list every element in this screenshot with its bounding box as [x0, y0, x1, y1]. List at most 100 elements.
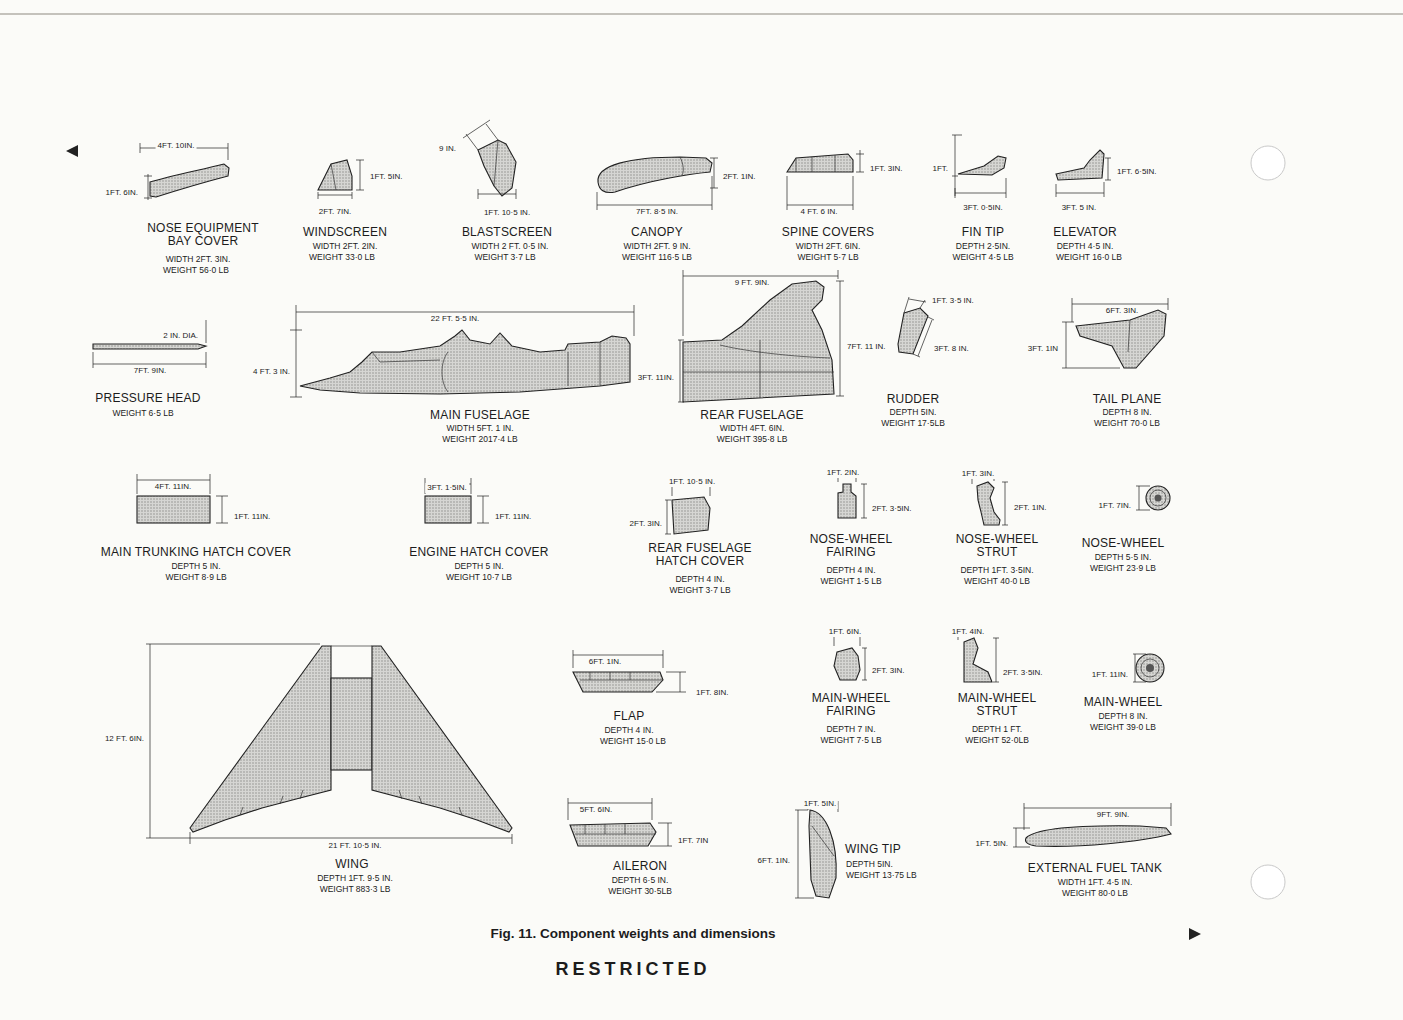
component-spec: DEPTH 2·5IN.	[956, 241, 1010, 251]
rear-fuselage-part	[683, 281, 834, 402]
component-spec: WIDTH 2FT. 6IN.	[796, 241, 861, 251]
component-spec: WEIGHT 8·9 LB	[165, 572, 226, 582]
component-spec: WEIGHT 56·0 LB	[163, 265, 229, 275]
label-slot: DEPTH 5IN.	[846, 853, 893, 871]
label-slot: 1FT. 5IN.	[974, 832, 1010, 850]
component-spec: DEPTH 1FT. 3·5IN.	[960, 565, 1033, 575]
component-name: AILERON	[613, 860, 667, 873]
dimension-line	[318, 160, 364, 199]
component-spec: DEPTH 4 IN.	[826, 565, 875, 575]
dimension-label: 6FT. 1IN.	[587, 657, 623, 667]
dimension-line	[1133, 654, 1146, 682]
dimension-line	[1056, 158, 1111, 197]
dimension-label: 9 IN.	[437, 144, 458, 154]
label-slot: 1FT. 7IN.	[1097, 494, 1133, 512]
component-spec: WIDTH 2 FT. 0·5 IN.	[472, 241, 549, 251]
dimension-label: 2FT. 3·5IN.	[1001, 668, 1045, 678]
component-spec: DEPTH 5IN.	[846, 859, 893, 869]
dimension-label: 1FT. 5IN.	[368, 172, 404, 182]
component-spec: WEIGHT 80·0 LB	[1062, 888, 1128, 898]
label-slot: WEIGHT 15·0 LB	[600, 730, 666, 748]
dimension-label: 21 FT. 10·5 IN.	[327, 841, 384, 851]
dimension-line	[137, 474, 228, 523]
dimension-line	[597, 158, 718, 210]
dimension-label: 12 FT. 6IN.	[103, 734, 146, 744]
label-slot: TAIL PLANE	[1093, 389, 1162, 407]
label-slot: DEPTH 2·5IN.	[956, 235, 1010, 253]
component-spec: DEPTH 5 IN.	[454, 561, 503, 571]
label-slot: MAIN-WHEEL	[1084, 692, 1163, 710]
component-spec: WEIGHT 13·75 LB	[846, 870, 917, 880]
label-slot: WEIGHT 39·0 LB	[1090, 716, 1156, 734]
label-slot: 1FT. 10·5 IN.	[482, 201, 532, 219]
dimension-label: 1FT. 6·5IN.	[1115, 167, 1159, 177]
label-slot: FLAP	[614, 706, 645, 724]
component-spec: DEPTH 6·5 IN.	[612, 875, 669, 885]
component-spec: WIDTH 5FT. 1 IN.	[446, 423, 513, 433]
dimension-line	[93, 320, 206, 368]
label-slot: 2FT. 7IN.	[317, 200, 353, 218]
part-detail	[575, 824, 656, 834]
label-slot: WIDTH 2 FT. 0·5 IN.	[472, 235, 549, 253]
dimension-label: 1FT. 6IN.	[104, 188, 140, 198]
label-slot: DEPTH 5IN.	[890, 401, 937, 419]
label-slot: REAR FUSELAGE HATCH COVER	[646, 542, 754, 569]
label-slot: AILERON	[613, 856, 667, 874]
label-slot: DEPTH 7 IN.	[826, 718, 875, 736]
dimension-line	[787, 150, 864, 210]
component-name: MAIN-WHEEL STRUT	[952, 692, 1042, 718]
component-name: FLAP	[614, 710, 645, 723]
component-name: WING TIP	[845, 843, 901, 856]
component-name: ENGINE HATCH COVER	[409, 546, 548, 559]
label-slot: 1FT. 5IN.	[368, 165, 404, 183]
label-slot: WEIGHT 3·7 LB	[669, 579, 730, 597]
component-name: MAIN TRUNKING HATCH COVER	[101, 546, 292, 559]
component-spec: DEPTH 7 IN.	[826, 724, 875, 734]
dimension-label: 1FT. 5IN.	[802, 799, 838, 809]
wing-part	[190, 646, 331, 832]
label-slot: DEPTH 4·5 IN.	[1057, 235, 1114, 253]
dimension-label: 1FT. 8IN.	[694, 688, 730, 698]
fairing-part	[838, 484, 856, 518]
part-detail	[680, 157, 683, 175]
label-slot: WEIGHT 395·8 LB	[717, 428, 788, 446]
label-slot: NOSE-WHEEL STRUT	[952, 533, 1042, 560]
wheel-part	[1136, 654, 1164, 682]
label-slot: 6FT. 1IN.	[756, 849, 792, 867]
label-slot: 22 FT. 5·5 IN.	[429, 307, 481, 325]
label-slot: 4FT. 10IN.	[156, 134, 197, 152]
page-arrow	[66, 145, 78, 157]
label-slot: RUDDER	[887, 389, 940, 407]
label-slot: BLASTSCREEN	[462, 222, 552, 240]
label-slot: 2FT. 3IN.	[628, 512, 664, 530]
component-name: NOSE-WHEEL FAIRING	[806, 533, 896, 559]
label-slot: ENGINE HATCH COVER	[409, 542, 548, 560]
punch-hole	[1251, 146, 1285, 180]
component-spec: DEPTH 5 IN.	[171, 561, 220, 571]
component-spec: WEIGHT 2017·4 LB	[442, 434, 517, 444]
dimension-line	[146, 644, 512, 844]
label-slot: 3FT. 11IN.	[636, 366, 676, 384]
dimension-line	[665, 481, 710, 534]
label-slot: FIN TIP	[962, 222, 1005, 240]
label-slot: 3FT. 8 IN.	[932, 337, 971, 355]
label-slot: WEIGHT 7·5 LB	[820, 729, 881, 747]
fairing-part	[834, 648, 860, 680]
label-slot: WEIGHT 56·0 LB	[163, 259, 229, 277]
label-slot: DEPTH 5·5 IN.	[1095, 546, 1152, 564]
fuel-tank-part	[1025, 826, 1171, 847]
part-detail	[1155, 495, 1162, 502]
dimension-label: 1FT. 3IN.	[868, 164, 904, 174]
dimension-label: 3FT. 1IN	[1026, 344, 1060, 354]
dimension-line	[795, 801, 838, 898]
dimension-label: 2FT. 3IN.	[870, 666, 906, 676]
dimension-line	[904, 297, 934, 357]
label-slot: WEIGHT 3·7 LB	[474, 246, 535, 264]
label-slot: WEIGHT 80·0 LB	[1062, 882, 1128, 900]
part-detail	[372, 342, 600, 392]
label-slot: 1FT. 11IN.	[1090, 663, 1130, 681]
label-slot: WIDTH 5FT. 1 IN.	[446, 417, 513, 435]
dimension-label: 2 IN. DIA.	[161, 331, 200, 341]
dimension-label: 5FT. 6IN.	[578, 805, 614, 815]
dimension-label: 4FT. 11IN.	[153, 482, 193, 492]
